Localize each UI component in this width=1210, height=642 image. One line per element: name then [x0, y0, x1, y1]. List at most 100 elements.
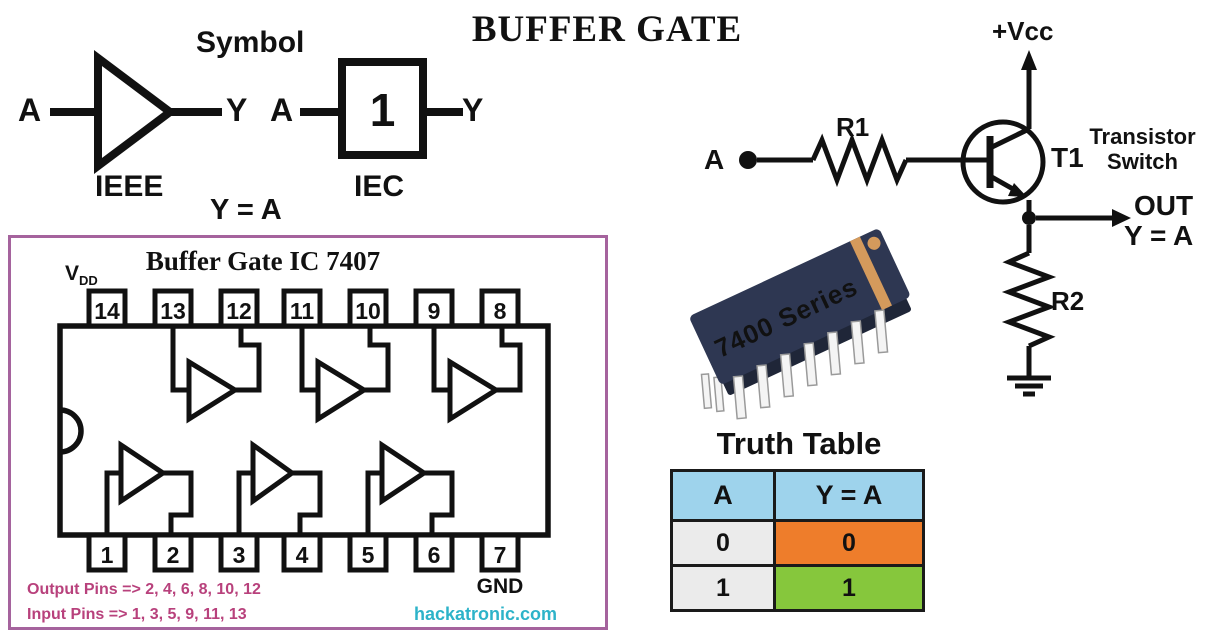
gate1-input-wire: [170, 326, 189, 393]
pin-number: 11: [290, 298, 315, 324]
pin-number: 10: [355, 298, 381, 324]
chip-side-face: [722, 295, 912, 395]
t1-label: T1: [1051, 142, 1084, 173]
transistor-switch-caption: Transistor Switch: [1085, 124, 1200, 174]
gate4-input-wire: [104, 470, 121, 535]
input-node-dot: [739, 151, 757, 169]
ieee-triangle-icon: [94, 50, 177, 174]
iec-input-label: A: [270, 92, 294, 128]
truth-cell-a1: 1: [670, 564, 776, 612]
pin-number: 12: [226, 298, 252, 324]
truth-header-a: A: [670, 469, 776, 522]
ic-pinout-drawing: 14 13 12 11 10 9 8 1 2 3: [57, 288, 551, 573]
gate2-input-wire: [299, 326, 318, 393]
ieee-caption: IEEE: [95, 170, 164, 203]
r1-label: R1: [836, 112, 870, 142]
out-arrowhead-icon: [1112, 209, 1131, 227]
gate5-output-wire: [292, 470, 323, 535]
iec-caption: IEC: [354, 170, 405, 203]
out-label: OUT: [1134, 190, 1194, 221]
truth-header-y: Y = A: [773, 469, 925, 522]
pin-box-3: [218, 532, 260, 573]
chip-body: [690, 229, 910, 384]
ic-title: Buffer Gate IC 7407: [145, 246, 381, 276]
buffer-equation: Y = A: [210, 194, 282, 226]
caption-line1: Transistor: [1089, 124, 1196, 149]
pin-number: 9: [428, 298, 441, 324]
ic-top-buffer-gates: [170, 326, 523, 424]
circuit-solids: [739, 50, 1131, 227]
gate3-output-wire: [496, 326, 523, 393]
chip-pin: [756, 364, 771, 409]
pin-number: 5: [362, 542, 375, 568]
gate2-output-wire: [364, 326, 391, 393]
circuit-input-label: A: [704, 144, 725, 175]
gate1-triangle-icon: [186, 357, 240, 424]
truth-table-row: 0 0: [670, 519, 925, 567]
watermark-link: hackatronic.com: [413, 604, 558, 624]
iec-box-symbol: 1: [369, 84, 396, 136]
chip-front-pins: [732, 309, 889, 420]
ic-bottom-buffer-gates: [104, 440, 455, 535]
ic-bottom-pin-numbers: 1 2 3 4 5 6 7: [101, 542, 507, 568]
chip-pin: [732, 375, 747, 420]
symbol-heading: Symbol: [196, 26, 305, 59]
pin-number: 7: [494, 542, 507, 568]
truth-table-row: 1 1: [670, 564, 925, 612]
pin-number: 2: [167, 542, 180, 568]
pin-number: 8: [494, 298, 507, 324]
gate-symbols-drawing: [50, 50, 463, 174]
transistor-circle-icon: [960, 119, 1046, 205]
gate6-output-wire: [424, 470, 455, 535]
pin-number: 13: [160, 298, 186, 324]
chip-pin: [826, 331, 842, 376]
gate4-output-wire: [163, 470, 194, 535]
emitter-diagonal: [988, 173, 1015, 192]
chip-pin: [850, 320, 865, 365]
chip-pin: [779, 353, 795, 398]
gate2-triangle-icon: [315, 357, 369, 424]
ieee-buffer-symbol: [50, 50, 222, 174]
resistor-r1-icon: [810, 132, 909, 188]
transistor-circuit-drawing: [739, 50, 1131, 397]
out-equation: Y = A: [1124, 220, 1194, 251]
input-pins-note: Input Pins => 1, 3, 5, 9, 11, 13: [27, 606, 247, 623]
pin-number: 1: [101, 542, 114, 568]
chip-pin: [803, 342, 818, 387]
pin-box-13: [152, 288, 194, 329]
gate6-triangle-icon: [379, 440, 429, 506]
chip-back-pin: [700, 373, 713, 410]
gate3-triangle-icon: [447, 357, 501, 424]
chip-pin: [874, 309, 889, 354]
gate6-input-wire: [365, 470, 382, 535]
gate3-input-wire: [431, 326, 450, 393]
page-title: BUFFER GATE: [471, 9, 743, 50]
pin-number: 6: [428, 542, 441, 568]
chip-dot-icon: [867, 236, 881, 250]
collector-diagonal: [988, 126, 1031, 151]
iec-output-label: Y: [462, 92, 484, 128]
vcc-label: +Vcc: [992, 16, 1054, 46]
truth-cell-a0: 0: [670, 519, 776, 567]
pin-number: 14: [94, 298, 120, 324]
ground-icon: [1007, 375, 1051, 397]
chip-stripe-icon: [849, 236, 893, 311]
resistor-r2-icon: [1001, 250, 1057, 349]
gate5-input-wire: [236, 470, 253, 535]
ieee-output-label: Y: [226, 92, 248, 128]
gate5-triangle-icon: [250, 440, 297, 506]
pin-box-4: [281, 532, 323, 573]
output-pins-note: Output Pins => 2, 4, 6, 8, 10, 12: [27, 581, 261, 598]
pin-box-5: [347, 532, 389, 573]
chip-group: 7400 Series: [690, 229, 912, 420]
ieee-input-label: A: [18, 92, 42, 128]
vdd-label: VDD: [65, 262, 98, 289]
r2-label: R2: [1051, 286, 1085, 316]
pin-number: 4: [296, 542, 309, 568]
chip-photo: 7400 Series: [690, 229, 912, 420]
truth-table: A Y = A 0 0 1 1: [670, 469, 925, 612]
circuit-wires: [757, 68, 1112, 397]
truth-cell-y1: 1: [773, 564, 925, 612]
caption-line2: Switch: [1107, 149, 1178, 174]
